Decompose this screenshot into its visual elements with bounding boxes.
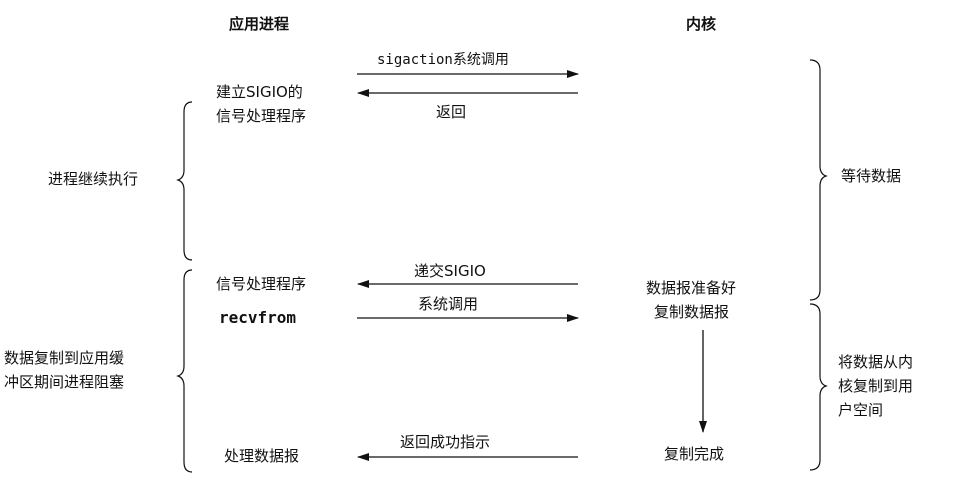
signal-handler: 信号处理程序: [216, 275, 307, 293]
recvfrom: recvfrom: [219, 308, 297, 327]
brace-copy: [809, 303, 828, 471]
copy-line2: 核复制到用: [838, 377, 914, 395]
brace-continue: [176, 101, 193, 261]
brace-blocked: [176, 269, 193, 473]
label-sigaction: sigaction系统调用: [377, 52, 509, 68]
blocked-line1: 数据复制到应用缓: [4, 349, 125, 367]
label-return-ok: 返回成功指示: [400, 433, 491, 451]
label-continue: 进程继续执行: [48, 170, 139, 188]
label-syscall: 系统调用: [418, 295, 479, 313]
label-deliver-sigio: 递交SIGIO: [414, 262, 486, 280]
brace-wait-data: [809, 59, 828, 301]
header-app-process: 应用进程: [229, 15, 290, 33]
datagram-ready: 数据报准备好: [646, 279, 737, 297]
setup-line2: 信号处理程序: [216, 107, 307, 125]
label-return: 返回: [436, 103, 467, 121]
blocked-line2: 冲区期间进程阻塞: [4, 373, 125, 391]
copy-complete: 复制完成: [664, 445, 725, 463]
copy-line1: 将数据从内: [838, 353, 914, 371]
process-datagram: 处理数据报: [224, 447, 300, 465]
copy-datagram: 复制数据报: [654, 303, 730, 321]
header-kernel: 内核: [686, 15, 717, 33]
setup-line1: 建立SIGIO的: [216, 83, 303, 101]
copy-line3: 户空间: [838, 401, 884, 419]
label-wait-data: 等待数据: [841, 167, 902, 185]
